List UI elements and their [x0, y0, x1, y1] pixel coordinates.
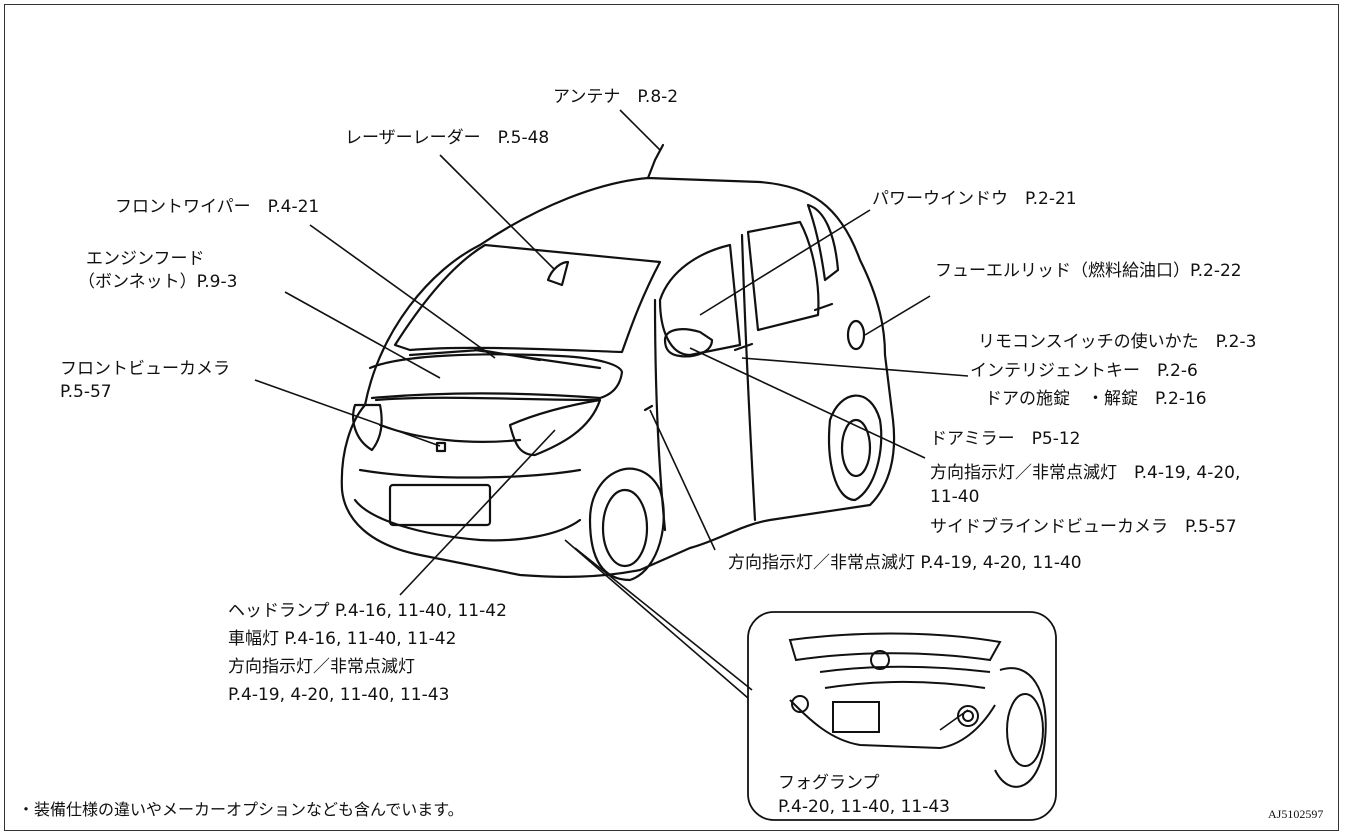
callout-antenna: アンテナ P.8-2 — [553, 87, 679, 107]
callout-headlamp: ヘッドランプ P.4-16, 11-40, 11-42 — [228, 601, 507, 621]
front-side-window — [658, 243, 742, 357]
front-door-line — [653, 298, 667, 532]
callout-front-view-camera-line2: P.5-57 — [60, 382, 112, 402]
callout-door-lock: ドアの施錠 ・解錠 P.2-16 — [985, 389, 1207, 409]
callout-fuel-lid: フューエルリッド（燃料給油口）P.2-22 — [935, 261, 1242, 281]
callout-turn-signal-front-line2: P.4-19, 4-20, 11-40, 11-43 — [228, 685, 450, 705]
license-plate — [388, 483, 492, 527]
callout-door-mirror: ドアミラー P5-12 — [930, 429, 1081, 449]
laser-radar-unit — [546, 260, 570, 287]
callout-fog-lamp-line1: フォグランプ — [778, 773, 880, 793]
callout-width-lamp: 車幅灯 P.4-16, 11-40, 11-42 — [228, 629, 457, 649]
inset-bumper-drawing — [788, 632, 1047, 788]
rear-wheel — [827, 394, 883, 502]
callout-engine-hood-line2: （ボンネット）P.9-3 — [78, 272, 238, 292]
callout-turn-signal-mirror-line1: 方向指示灯／非常点滅灯 P.4-19, 4-20, — [930, 463, 1241, 483]
rear-side-window — [746, 220, 820, 332]
fuel-lid — [846, 319, 866, 351]
callout-laser-radar: レーザーレーダー P.5-48 — [345, 128, 550, 148]
door-mirror — [663, 328, 714, 358]
wiper-blades — [408, 348, 602, 370]
figure-code: AJ5102597 — [1268, 807, 1324, 821]
fog-lamp-inset — [747, 611, 1057, 821]
callout-side-blind-camera: サイドブラインドビューカメラ P.5-57 — [930, 517, 1237, 537]
callout-fog-lamp-line2: P.4-20, 11-40, 11-43 — [778, 797, 951, 817]
front-grille — [378, 423, 522, 443]
callout-remote-switch: リモコンスイッチの使いかた P.2-3 — [978, 332, 1257, 352]
callout-turn-signal-front-line1: 方向指示灯／非常点滅灯 — [228, 657, 415, 677]
antenna — [646, 143, 665, 180]
callout-intelligent-key: インテリジェントキー P.2-6 — [970, 361, 1198, 381]
rear-quarter-window — [806, 203, 840, 282]
callout-front-wiper: フロントワイパー P.4-21 — [115, 197, 320, 217]
footnote: ・装備仕様の違いやメーカーオプションなども含んでいます。 — [18, 800, 464, 819]
callout-turn-signal-mirror-line2: 11-40 — [930, 487, 980, 507]
rear-door-line — [740, 233, 757, 522]
fog-lamp-left — [791, 695, 809, 713]
hood-line — [368, 353, 624, 400]
fog-lamp-right — [957, 705, 979, 727]
callout-power-window: パワーウインドウ P.2-21 — [872, 189, 1077, 209]
headlamp-right — [508, 398, 602, 457]
callout-turn-signal-side: 方向指示灯／非常点滅灯 P.4-19, 4-20, 11-40 — [728, 553, 1082, 573]
callout-front-view-camera-line1: フロントビューカメラ — [60, 359, 230, 379]
car-body-outline — [340, 176, 896, 578]
windshield — [393, 243, 662, 354]
front-camera — [435, 441, 447, 453]
headlamp-left — [352, 403, 383, 452]
front-wheel — [588, 467, 665, 582]
callout-engine-hood-line1: エンジンフード — [86, 249, 205, 269]
figure-frame — [4, 4, 1339, 831]
